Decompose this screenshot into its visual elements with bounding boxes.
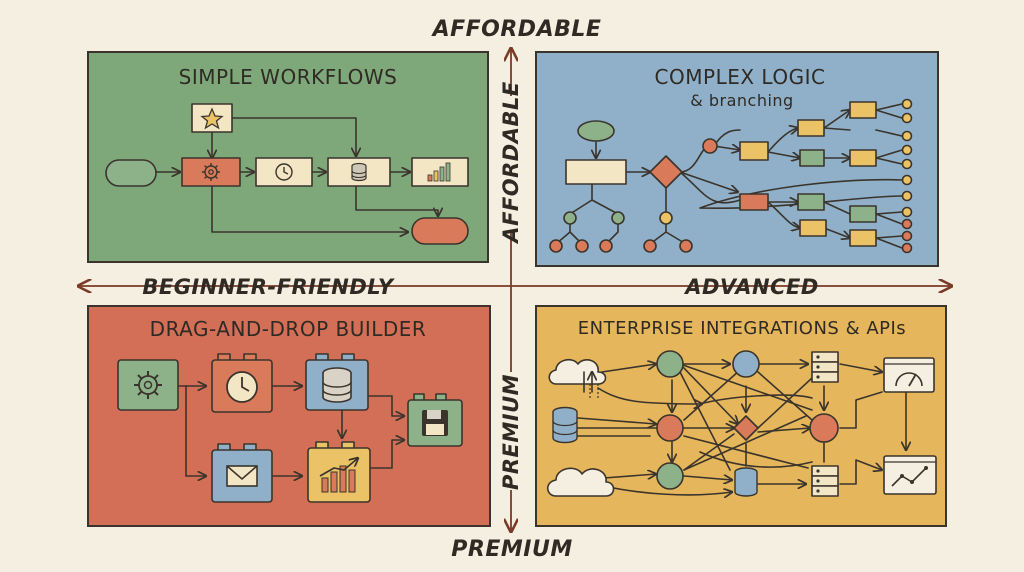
axis-label-top-vertical: AFFORDABLE <box>499 81 523 245</box>
gear-step-node <box>181 157 241 187</box>
axis-label-left: BEGINNER-FRIENDLY <box>142 275 395 299</box>
chart-block <box>307 441 371 503</box>
title-enterprise: ENTERPRISE INTEGRATIONS & APIs <box>578 318 906 339</box>
star-icon <box>200 107 224 130</box>
database-icon <box>322 367 352 403</box>
integration-node <box>732 350 760 378</box>
clock-block <box>211 353 273 413</box>
email-block <box>211 443 273 503</box>
save-block <box>407 393 463 447</box>
drag-and-drop-diagram <box>117 353 463 503</box>
subtitle-complex-logic: & branching <box>690 91 793 110</box>
envelope-icon <box>226 465 258 487</box>
enterprise-diagram <box>546 350 937 497</box>
cloud-icon <box>548 358 607 393</box>
integration-node <box>809 413 839 443</box>
clock-icon <box>275 163 293 181</box>
integration-node <box>656 462 684 490</box>
server-icon <box>811 351 839 383</box>
start-node <box>105 159 157 187</box>
database-icon <box>734 467 758 497</box>
gear-icon <box>202 163 220 181</box>
line-chart-icon <box>883 455 937 495</box>
logic-start-node <box>577 120 615 142</box>
branch-circle <box>702 138 718 154</box>
bar-chart-icon <box>319 458 358 493</box>
simple-workflow-diagram <box>105 103 469 245</box>
bar-chart-icon <box>427 162 451 182</box>
database-icon <box>351 162 367 182</box>
integration-node <box>656 414 684 442</box>
cloud-icon <box>546 467 615 497</box>
end-node <box>411 217 469 245</box>
clock-icon <box>226 371 258 403</box>
axis-label-top: AFFORDABLE <box>431 17 602 42</box>
server-icon <box>811 465 839 497</box>
integration-node <box>656 350 684 378</box>
axis-label-bottom-vertical: PREMIUM <box>499 374 523 490</box>
floppy-disk-icon <box>422 410 448 436</box>
integration-hub-diamond <box>733 415 759 441</box>
logic-process-node <box>565 159 627 185</box>
gear-block <box>117 359 179 411</box>
title-complex-logic: COMPLEX LOGIC <box>655 65 826 89</box>
database-icon <box>552 406 578 444</box>
gear-icon <box>134 371 162 399</box>
axis-label-bottom: PREMIUM <box>451 537 572 562</box>
title-simple-workflows: SIMPLE WORKFLOWS <box>179 65 398 89</box>
title-drag-and-drop: DRAG-AND-DROP BUILDER <box>150 317 427 341</box>
gauge-icon <box>883 357 935 393</box>
axis-label-right: ADVANCED <box>683 275 819 299</box>
database-block <box>305 353 369 411</box>
complex-logic-diagram <box>549 98 913 254</box>
decision-diamond <box>649 155 683 189</box>
